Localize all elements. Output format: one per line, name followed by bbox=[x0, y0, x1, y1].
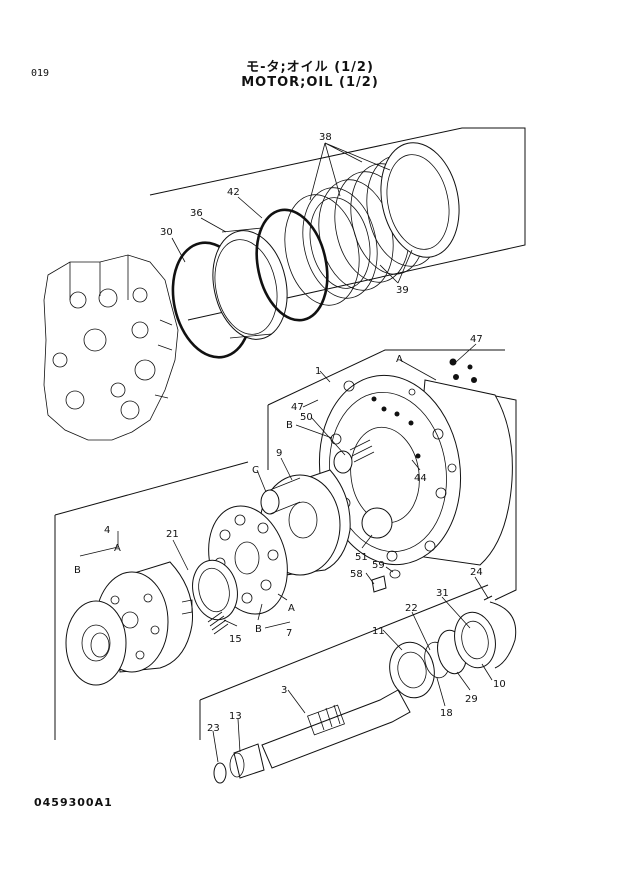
callout-42: 42 bbox=[227, 187, 240, 198]
callout-29: 29 bbox=[465, 694, 478, 705]
callout-31: 31 bbox=[436, 588, 449, 599]
leader-lines bbox=[79, 142, 493, 763]
callout-47-top: 47 bbox=[470, 334, 483, 345]
part-47-pins-top bbox=[449, 358, 477, 383]
callout-30: 30 bbox=[160, 227, 173, 238]
shaft-group-frame bbox=[199, 584, 489, 740]
part-3-shaft bbox=[261, 689, 411, 769]
callout-38: 38 bbox=[319, 132, 332, 143]
figure-code: 0459300A1 bbox=[34, 796, 113, 809]
callout-59: 59 bbox=[372, 560, 385, 571]
callout-B-mid: B bbox=[286, 420, 293, 431]
upper-group-frame bbox=[149, 127, 526, 321]
part-58-plug bbox=[371, 575, 387, 593]
part-10-seal bbox=[454, 611, 496, 669]
part-36-ring bbox=[212, 227, 288, 340]
callout-1: 1 bbox=[315, 366, 321, 377]
callout-A-plate: A bbox=[288, 603, 295, 614]
callout-22: 22 bbox=[405, 603, 418, 614]
callout-11: 11 bbox=[372, 626, 385, 637]
callout-21: 21 bbox=[166, 529, 179, 540]
part-13-collar bbox=[229, 743, 265, 779]
callout-58: 58 bbox=[350, 569, 363, 580]
part-21-retainer bbox=[192, 559, 238, 621]
part-15-spring bbox=[207, 611, 229, 635]
page-number: 019 bbox=[31, 68, 50, 79]
callout-18: 18 bbox=[440, 708, 453, 719]
callout-9: 9 bbox=[276, 448, 282, 459]
callout-24: 24 bbox=[470, 567, 483, 578]
callout-50: 50 bbox=[300, 412, 313, 423]
callout-13: 13 bbox=[229, 711, 242, 722]
part-11-bearing bbox=[389, 641, 435, 699]
title-english: MOTOR;OIL (1/2) bbox=[241, 75, 379, 90]
part-51-ball bbox=[361, 507, 393, 539]
callout-51: 51 bbox=[355, 552, 368, 563]
callout-A-top: A bbox=[396, 354, 403, 365]
callout-labels: 38 42 36 30 39 47 A 1 47 50 B 9 C 44 4 A… bbox=[74, 132, 506, 734]
title-japanese: モ-タ;オイル (1/2) bbox=[246, 60, 374, 75]
callout-3: 3 bbox=[281, 685, 287, 696]
part-50-spring bbox=[333, 439, 375, 474]
callout-23: 23 bbox=[207, 723, 220, 734]
callout-39: 39 bbox=[396, 285, 409, 296]
callout-44: 44 bbox=[414, 473, 427, 484]
callout-C: C bbox=[252, 465, 259, 476]
callout-B-plate: B bbox=[255, 624, 262, 635]
lower-group-frame bbox=[54, 461, 249, 740]
rear-face-plate bbox=[65, 600, 127, 686]
callout-A-left: A bbox=[114, 543, 121, 554]
gear-housing-sketch bbox=[43, 254, 179, 441]
part-23-snap-ring bbox=[213, 762, 227, 784]
callout-47-mid: 47 bbox=[291, 402, 304, 413]
callout-36: 36 bbox=[190, 208, 203, 219]
callout-7: 7 bbox=[286, 628, 292, 639]
callout-B-left: B bbox=[74, 565, 81, 576]
callout-10: 10 bbox=[493, 679, 506, 690]
callout-15: 15 bbox=[229, 634, 242, 645]
callout-4: 4 bbox=[104, 525, 110, 536]
part-59-ring bbox=[389, 569, 401, 579]
part-38-39-plates-stack bbox=[284, 142, 460, 306]
